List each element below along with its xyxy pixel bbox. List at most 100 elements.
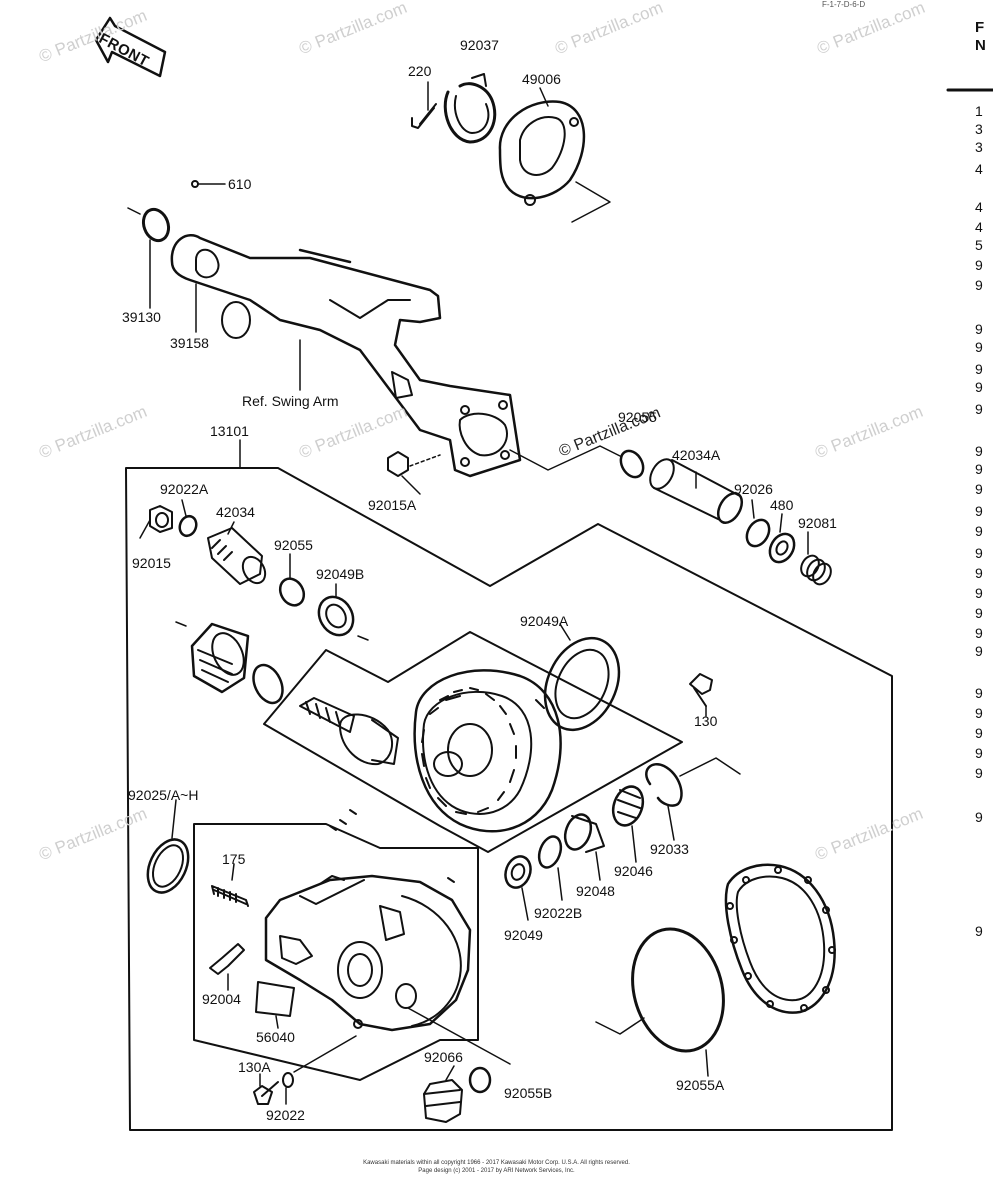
shim-92025 [146,838,190,894]
shim-92022B [537,835,563,869]
copyright-line: Page design (c) 2001 - 2017 by ARI Netwo… [418,1167,575,1174]
plug-92066 [423,1079,463,1123]
diagram-reference: F-1-7-D-6-D [822,0,866,9]
washer-480 [768,532,796,564]
column-item: 9 [975,705,983,721]
part-label: 175 [222,851,246,867]
part-label: 92037 [460,37,499,53]
cover-49006 [498,100,586,206]
sleeve-92048 [563,813,605,853]
column-item: 3 [975,139,983,155]
oring-92055A [631,927,725,1053]
seal-39130 [141,207,171,243]
part-label: 480 [770,497,794,513]
seal-92049A [543,636,621,732]
bearing-housing-left [175,621,369,694]
nut-92015 [149,505,173,533]
part-label: 92055 [618,409,657,425]
part-label: 92066 [424,1049,463,1065]
part-label: 130 [694,713,718,729]
column-item: 9 [975,379,983,395]
label-56040 [255,981,295,1017]
column-item: 9 [975,339,983,355]
column-item: 9 [975,923,983,939]
column-item: 9 [975,565,983,581]
gasket [724,863,836,1014]
part-label: 92046 [614,863,653,879]
washer-92022 [282,1072,294,1088]
oring-92055B [468,1066,492,1094]
column-item: 4 [975,161,983,177]
column-item: 9 [975,257,983,273]
part-label: 39130 [122,309,161,325]
gear-case [264,874,472,1032]
housing-boundary [193,823,479,1081]
pinion-shaft [299,697,399,766]
part-label: 92055 [274,537,313,553]
part-label: 92055B [504,1085,553,1101]
copyright-line: Kawasaki materials within all copyright … [363,1160,630,1166]
part-label: 92026 [734,481,773,497]
column-item: 1 [975,103,983,119]
column-item: 3 [975,121,983,137]
seal-92049B [317,595,355,637]
part-label: 92048 [576,883,615,899]
washer-92026 [745,518,771,548]
part-label: 92015A [368,497,417,513]
column-item: 9 [975,361,983,377]
ring-gear [413,669,562,833]
oring-92055 [619,449,645,479]
bolt-220 [411,103,437,129]
column-item: 9 [975,643,983,659]
column-item: 9 [975,545,983,561]
part-label: Ref. Swing Arm [242,393,339,409]
part-label: 92022A [160,481,209,497]
part-label: 92025/A~H [128,787,199,803]
part-label: 220 [408,63,432,79]
part-label: 13101 [210,423,249,439]
part-label: 92049A [520,613,569,629]
pinion-42034 [207,527,267,585]
column-item: 9 [975,765,983,781]
part-label: 130A [238,1059,271,1075]
column-item: 9 [975,277,983,293]
assembly-13101-boundary [125,467,893,1131]
column-item: 9 [975,725,983,741]
part-label: 92049 [504,927,543,943]
sleeve-42034A [649,458,744,524]
oring-92055-b [278,577,306,607]
nut-92015A [387,451,409,477]
bearing-92046 [611,785,645,827]
column-item: 9 [975,321,983,337]
column-item: 9 [975,503,983,519]
copyright-footer: Kawasaki materials within all copyright … [0,1160,993,1175]
column-item: 9 [975,809,983,825]
washer-92022A [178,514,198,538]
part-label: 92022 [266,1107,305,1123]
circlip-92033 [645,763,683,807]
column-item: 9 [975,685,983,701]
part-label: 49006 [522,71,561,87]
column-header: F [975,19,985,36]
clamp-92037 [443,73,497,144]
part-label: 42034 [216,504,255,520]
gear-set-boundary [263,631,683,853]
bolt-130 [689,673,713,707]
column-item: 5 [975,237,983,253]
column-item: 9 [975,625,983,641]
seal-92049 [504,855,532,889]
part-label: 39158 [170,335,209,351]
spring-92081 [800,554,832,586]
part-label: 42034A [672,447,721,463]
column-item: 4 [975,199,983,215]
column-item: 9 [975,443,983,459]
column-item: 9 [975,605,983,621]
part-label: 92015 [132,555,171,571]
column-item: 4 [975,219,983,235]
part-label: 92055A [676,1077,725,1093]
part-label: 92081 [798,515,837,531]
part-label: 92049B [316,566,365,582]
front-arrow-icon [94,16,167,78]
swing-arm [170,234,522,478]
